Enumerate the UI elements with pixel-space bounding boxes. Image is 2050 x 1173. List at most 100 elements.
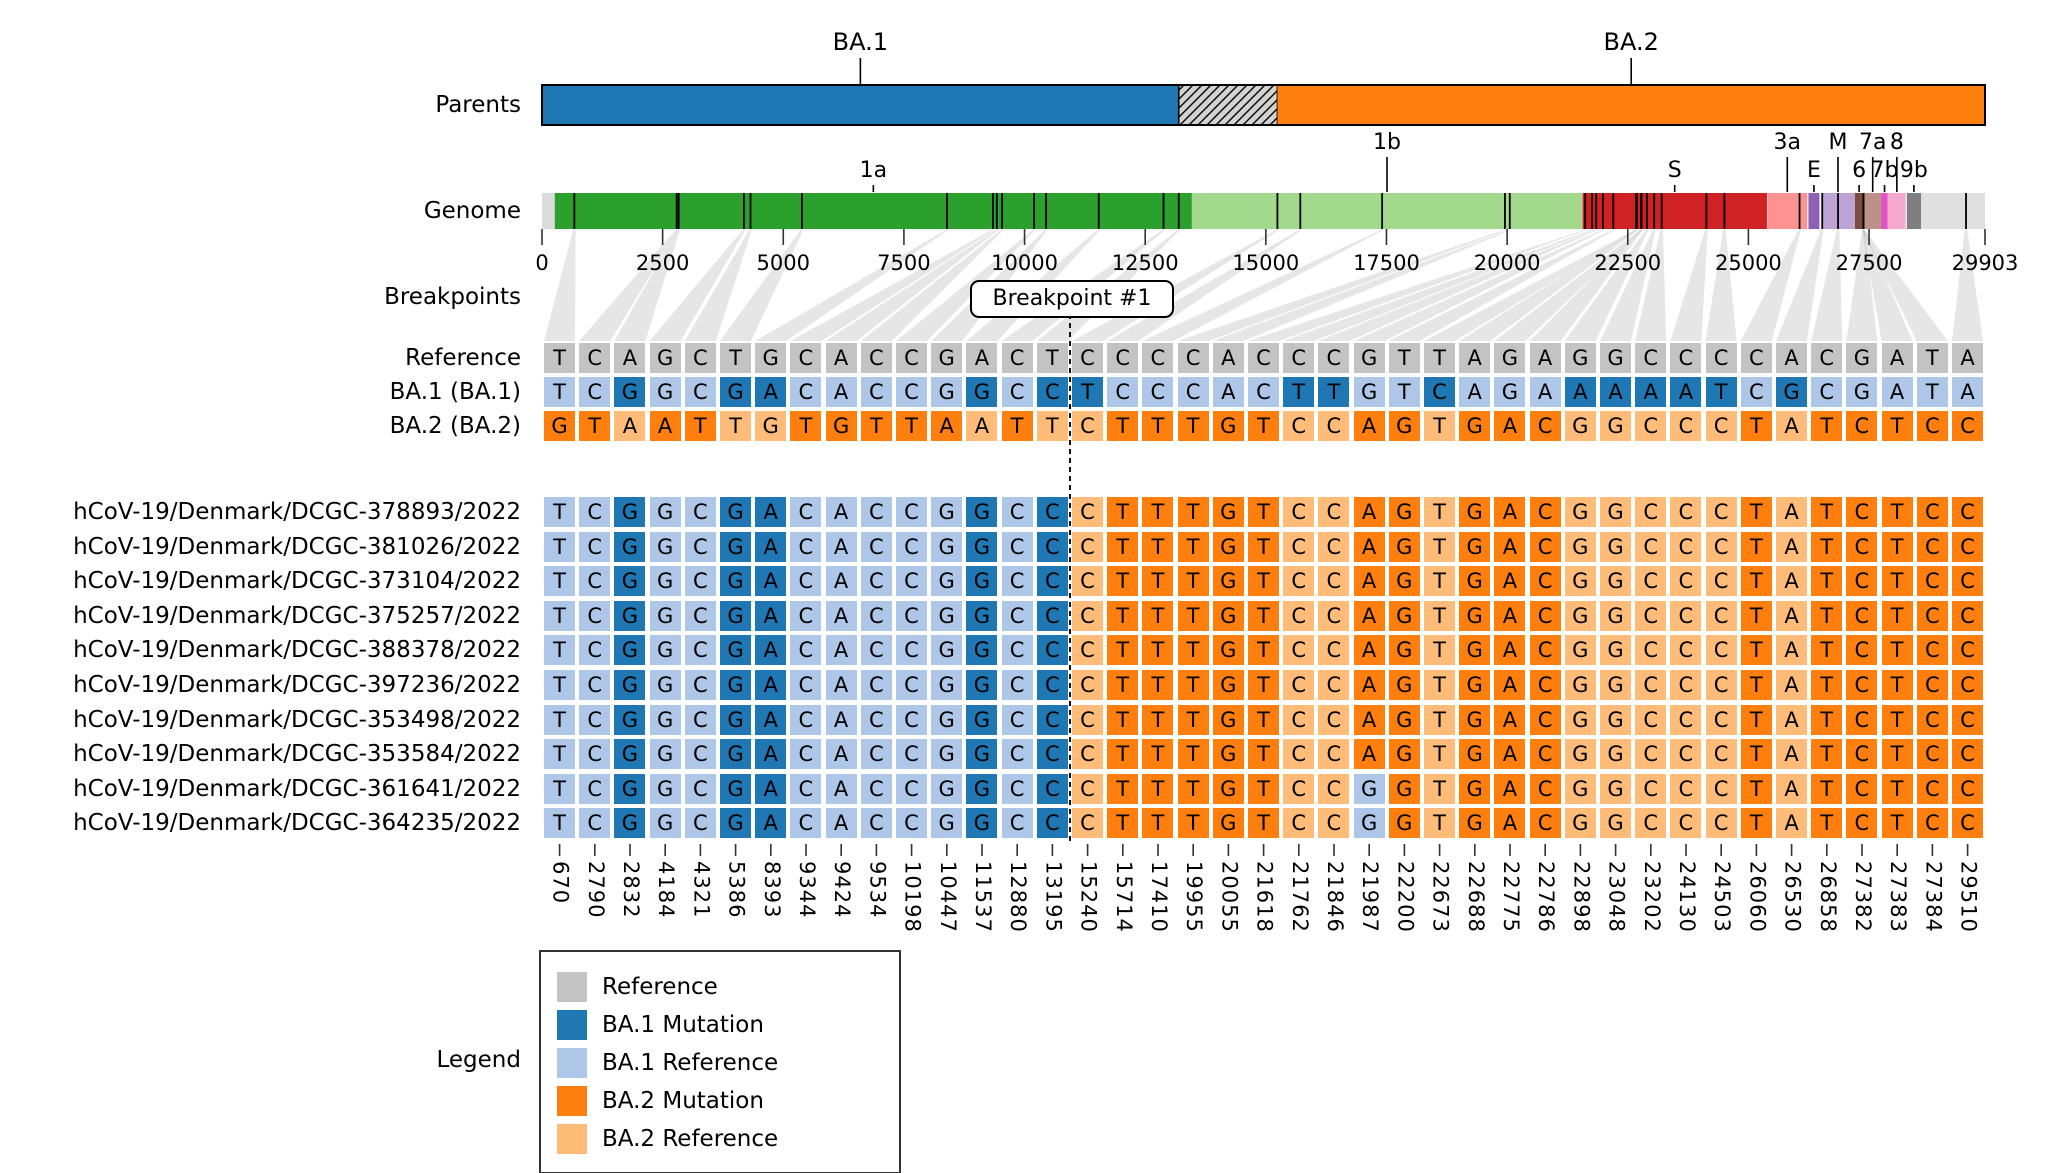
alignment-cell: C bbox=[1072, 411, 1103, 441]
alignment-cell: A bbox=[1459, 343, 1491, 373]
alignment-cell: G bbox=[1600, 670, 1631, 700]
alignment-cell: G bbox=[931, 635, 963, 666]
alignment-cell: A bbox=[1494, 704, 1526, 735]
alignment-cell: T bbox=[1424, 411, 1455, 441]
alignment-cell: C bbox=[1036, 531, 1068, 562]
alignment-cell: G bbox=[720, 566, 751, 597]
alignment-cell: G bbox=[931, 531, 963, 562]
alignment-cell: C bbox=[1916, 497, 1948, 527]
gene-label-1a: 1a bbox=[859, 158, 888, 183]
fan-wedge bbox=[1283, 230, 1594, 341]
breakpoint-label-box: Breakpoint #1 bbox=[970, 280, 1174, 318]
alignment-cell: C bbox=[1529, 497, 1561, 527]
alignment-cell: A bbox=[1353, 531, 1385, 562]
alignment-cell: T bbox=[1142, 411, 1174, 441]
alignment-cell: C bbox=[1072, 343, 1103, 373]
alignment-cell: T bbox=[1740, 411, 1772, 441]
alignment-cell: C bbox=[1846, 497, 1878, 527]
alignment-cell: C bbox=[1036, 670, 1068, 700]
alignment-cell: C bbox=[1670, 600, 1702, 631]
position-label: 26060 bbox=[1745, 861, 1770, 933]
alignment-cell: T bbox=[1248, 411, 1279, 441]
row-label: hCoV-19/Denmark/DCGC-361641/2022 bbox=[73, 775, 521, 802]
alignment-cell: C bbox=[684, 773, 716, 804]
fan-wedge bbox=[1705, 230, 1737, 341]
alignment-cell: T bbox=[1811, 739, 1843, 770]
alignment-cell: T bbox=[720, 411, 751, 441]
alignment-cell: G bbox=[1353, 773, 1385, 804]
alignment-cell: G bbox=[966, 377, 998, 407]
position-label: 29510 bbox=[1956, 861, 1981, 933]
mutation-tick bbox=[1837, 193, 1839, 229]
position-label: 10198 bbox=[900, 861, 925, 933]
alignment-cell: C bbox=[1952, 773, 1983, 804]
fan-wedge bbox=[649, 230, 746, 341]
fan-wedge bbox=[1952, 230, 1983, 341]
alignment-cell: T bbox=[544, 773, 575, 804]
row-label: Reference bbox=[405, 345, 521, 371]
alignment-cell: A bbox=[1494, 566, 1526, 597]
mutation-tick bbox=[1646, 193, 1648, 229]
alignment-cell: C bbox=[1283, 739, 1315, 770]
alignment-cell: C bbox=[1529, 531, 1561, 562]
alignment-cell: G bbox=[649, 377, 681, 407]
position-label: 22786 bbox=[1534, 861, 1559, 933]
alignment-cell: A bbox=[1494, 635, 1526, 666]
alignment-cell: C bbox=[1248, 377, 1279, 407]
mutation-tick bbox=[1965, 193, 1967, 229]
alignment-cell: C bbox=[1635, 531, 1667, 562]
position-label: 22200 bbox=[1393, 861, 1418, 933]
alignment-cell: G bbox=[1388, 670, 1420, 700]
position-label: 22673 bbox=[1428, 861, 1453, 933]
alignment-cell: C bbox=[1318, 739, 1350, 770]
alignment-cell: T bbox=[1740, 566, 1772, 597]
alignment-cell: C bbox=[1529, 808, 1561, 839]
alignment-cell: C bbox=[1952, 670, 1983, 700]
alignment-cell: G bbox=[931, 600, 963, 631]
alignment-cell: A bbox=[1776, 808, 1807, 839]
alignment-cell: G bbox=[1212, 635, 1244, 666]
alignment-cell: T bbox=[544, 739, 575, 770]
alignment-cell: T bbox=[1740, 600, 1772, 631]
alignment-cell: G bbox=[1600, 411, 1631, 441]
alignment-cell: C bbox=[1916, 566, 1948, 597]
alignment-cell: C bbox=[1072, 566, 1103, 597]
alignment-cell: A bbox=[1529, 377, 1561, 407]
alignment-cell: C bbox=[896, 377, 927, 407]
alignment-cell: T bbox=[544, 377, 575, 407]
alignment-cell: C bbox=[1952, 635, 1983, 666]
alignment-cell: A bbox=[1353, 411, 1385, 441]
alignment-cell: G bbox=[1459, 808, 1491, 839]
position-label: 12880 bbox=[1006, 861, 1031, 933]
alignment-cell: G bbox=[931, 497, 963, 527]
alignment-cell: T bbox=[1318, 377, 1350, 407]
alignment-cell: G bbox=[1212, 531, 1244, 562]
fan-wedge bbox=[1212, 230, 1512, 341]
alignment-cell: C bbox=[1705, 808, 1737, 839]
alignment-cell: C bbox=[1952, 497, 1983, 527]
position-label: 22688 bbox=[1463, 861, 1488, 933]
alignment-cell: T bbox=[1177, 808, 1209, 839]
legend-item-label: Reference bbox=[602, 974, 718, 1000]
alignment-cell: C bbox=[1952, 411, 1983, 441]
alignment-cell: C bbox=[579, 531, 611, 562]
alignment-cell: C bbox=[1072, 704, 1103, 735]
alignment-cell: G bbox=[720, 739, 751, 770]
alignment-cell: C bbox=[1001, 739, 1033, 770]
alignment-cell: T bbox=[1142, 566, 1174, 597]
alignment-cell: T bbox=[1142, 808, 1174, 839]
alignment-cell: A bbox=[825, 704, 857, 735]
alignment-cell: G bbox=[1494, 377, 1526, 407]
alignment-cell: G bbox=[1459, 566, 1491, 597]
alignment-cell: C bbox=[1072, 739, 1103, 770]
alignment-cell: G bbox=[614, 531, 646, 562]
alignment-cell: A bbox=[825, 377, 857, 407]
mutation-tick bbox=[1705, 193, 1708, 229]
alignment-cell: T bbox=[1811, 704, 1843, 735]
alignment-cell: C bbox=[1846, 600, 1878, 631]
alignment-cell: C bbox=[1916, 670, 1948, 700]
alignment-cell: A bbox=[1776, 635, 1807, 666]
alignment-cell: A bbox=[1776, 531, 1807, 562]
fan-wedge bbox=[720, 230, 804, 341]
alignment-cell: A bbox=[649, 411, 681, 441]
